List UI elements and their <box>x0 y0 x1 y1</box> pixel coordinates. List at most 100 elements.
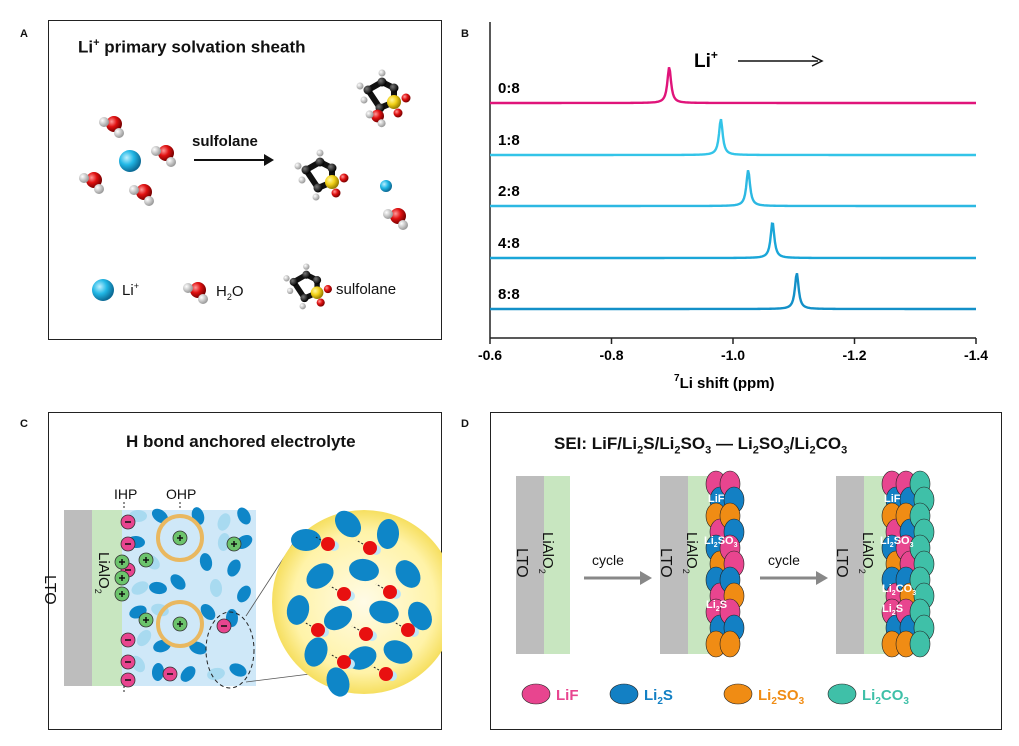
solvent-molecule <box>229 663 247 677</box>
water-molecule <box>99 116 124 138</box>
series-label: 1:8 <box>498 132 520 149</box>
solvation-illustration <box>79 20 442 340</box>
series-label: 4:8 <box>498 235 520 252</box>
lto-layer <box>516 476 544 654</box>
solvent-molecule <box>286 595 310 625</box>
spectrum-line <box>490 67 976 105</box>
legend-sulfolane-label: sulfolane <box>336 281 397 298</box>
water-oxygen <box>363 541 377 555</box>
sei-tag: Li2CO3 <box>882 583 916 597</box>
solvent-molecule <box>136 629 152 647</box>
sei-tag: LiF <box>708 493 725 505</box>
series-label: 0:8 <box>498 80 520 97</box>
sulfolane-molecule <box>295 150 349 201</box>
li-arrow-label: Li+ <box>694 48 718 72</box>
sulfolane-molecule <box>357 70 411 121</box>
solvent-molecule <box>180 666 196 682</box>
legend-li2so3-icon <box>723 683 753 705</box>
spectrum-line <box>490 222 976 260</box>
sei-particle-li2so3 <box>719 630 741 658</box>
water-molecule <box>383 208 408 230</box>
panel-a-frame <box>48 20 442 340</box>
solvent-molecule <box>199 553 213 571</box>
solvent-molecule <box>151 508 169 524</box>
x-axis-label: 7Li shift (ppm) <box>674 373 775 392</box>
x-tick-label: -0.8 <box>599 347 623 363</box>
ihp-label: IHP <box>114 486 138 502</box>
solvent-molecule <box>209 579 223 597</box>
legend-li2co3-label: Li2CO3 <box>862 687 909 707</box>
solvent-molecule <box>131 581 149 595</box>
lialo2-layer <box>544 476 570 654</box>
panel-d-frame <box>490 412 1002 730</box>
sulfolane-arrow-label: sulfolane <box>192 133 258 150</box>
lialo2-label-d2: LiAlO2 <box>681 532 700 574</box>
solvent-molecule <box>304 637 328 667</box>
solvent-molecule <box>291 529 321 551</box>
water-molecule <box>79 172 104 194</box>
legend-li-icon <box>92 279 114 301</box>
water-oxygen <box>337 655 351 669</box>
series-label: 8:8 <box>498 286 520 303</box>
water-oxygen <box>379 667 393 681</box>
solvent-molecule <box>227 559 241 577</box>
solvent-molecule <box>207 667 225 681</box>
water-molecule <box>129 184 154 206</box>
panel-c-label: C <box>20 418 28 430</box>
lialo2-layer <box>864 476 888 654</box>
x-tick-label: -0.6 <box>478 347 502 363</box>
legend-sulfolane-icon <box>283 263 332 309</box>
solvent-molecule <box>323 605 353 631</box>
sei-tag: Li2SO3 <box>704 535 738 549</box>
solvent-molecule <box>217 513 231 531</box>
solvent-molecule <box>237 507 251 525</box>
legend-li-label: Li+ <box>122 281 139 299</box>
solvent-molecule <box>200 604 216 620</box>
spectrum-line <box>490 273 976 311</box>
interface-illustration <box>64 502 442 697</box>
sei-particle-li2co3 <box>909 630 931 658</box>
legend-li2co3-icon <box>827 683 857 705</box>
solvent-molecule <box>170 574 186 590</box>
x-tick-label: -1.0 <box>721 347 745 363</box>
li-ion <box>119 150 141 172</box>
panel-b-label: B <box>461 28 469 40</box>
water-molecule <box>151 145 176 167</box>
panel-d-label: D <box>461 418 469 430</box>
legend-lif-label: LiF <box>556 687 579 704</box>
lialo2-layer <box>688 476 712 654</box>
solvent-molecule <box>151 663 165 681</box>
lialo2-label-c: LiAlO2 <box>93 552 112 594</box>
water-oxygen <box>401 623 415 637</box>
water-oxygen <box>383 585 397 599</box>
x-tick-label: -1.2 <box>842 347 866 363</box>
solvent-molecule <box>326 667 350 697</box>
lto-layer <box>64 510 92 686</box>
solvent-molecule <box>334 510 362 538</box>
cycle-label-2: cycle <box>768 552 800 568</box>
solvent-molecule <box>149 581 167 595</box>
lto-label-d1: LTO <box>513 548 530 578</box>
legend-water-label: H2O <box>216 283 244 302</box>
spectrum-line <box>490 118 976 157</box>
lto-layer <box>836 476 864 654</box>
solvent-molecule <box>369 600 399 624</box>
panel-c-title: H bond anchored electrolyte <box>126 432 356 451</box>
water-oxygen <box>359 627 373 641</box>
lto-label-d3: LTO <box>833 548 850 578</box>
cycle-label-1: cycle <box>592 552 624 568</box>
water-oxygen <box>311 623 325 637</box>
li-ion <box>380 180 392 192</box>
nmr-chart: -0.6-0.8-1.0-1.2-1.4 0:81:82:84:88:8 Li+… <box>478 22 988 392</box>
water-molecule <box>365 109 386 128</box>
ohp-label: OHP <box>166 486 197 502</box>
water-oxygen <box>321 537 335 551</box>
panel-a-title: Li+ primary solvation sheath <box>78 37 306 57</box>
sei-tag: Li2SO3 <box>880 535 914 549</box>
legend-li2s-label: Li2S <box>644 687 673 707</box>
solvent-molecule <box>408 601 432 631</box>
solvent-molecule <box>306 563 334 589</box>
panel-a-label: A <box>20 28 28 40</box>
panel-d-title: SEI: LiF/Li2S/Li2SO3 — Li2SO3/Li2CO3 <box>554 434 848 457</box>
